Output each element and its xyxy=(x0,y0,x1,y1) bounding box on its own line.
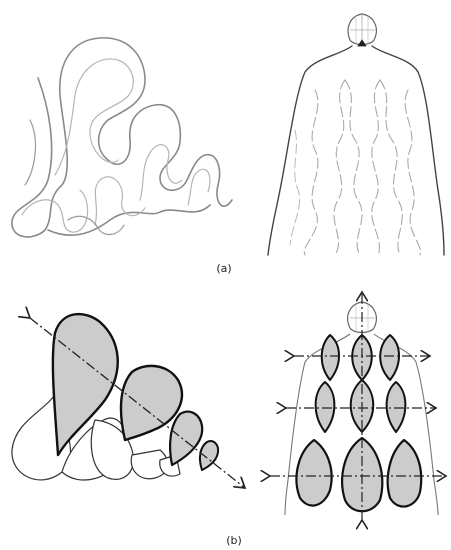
teardrop-small xyxy=(170,412,202,465)
head-icon xyxy=(348,14,376,46)
panel-a-body-outline xyxy=(268,14,444,255)
panel-b-teardrops xyxy=(12,314,245,488)
panel-b-body-lenses xyxy=(270,292,446,520)
caption-a: (a) xyxy=(216,262,231,275)
teardrop-tiny xyxy=(200,441,218,470)
caption-b: (b) xyxy=(226,534,242,547)
panel-a-curls-sketch xyxy=(12,38,232,237)
